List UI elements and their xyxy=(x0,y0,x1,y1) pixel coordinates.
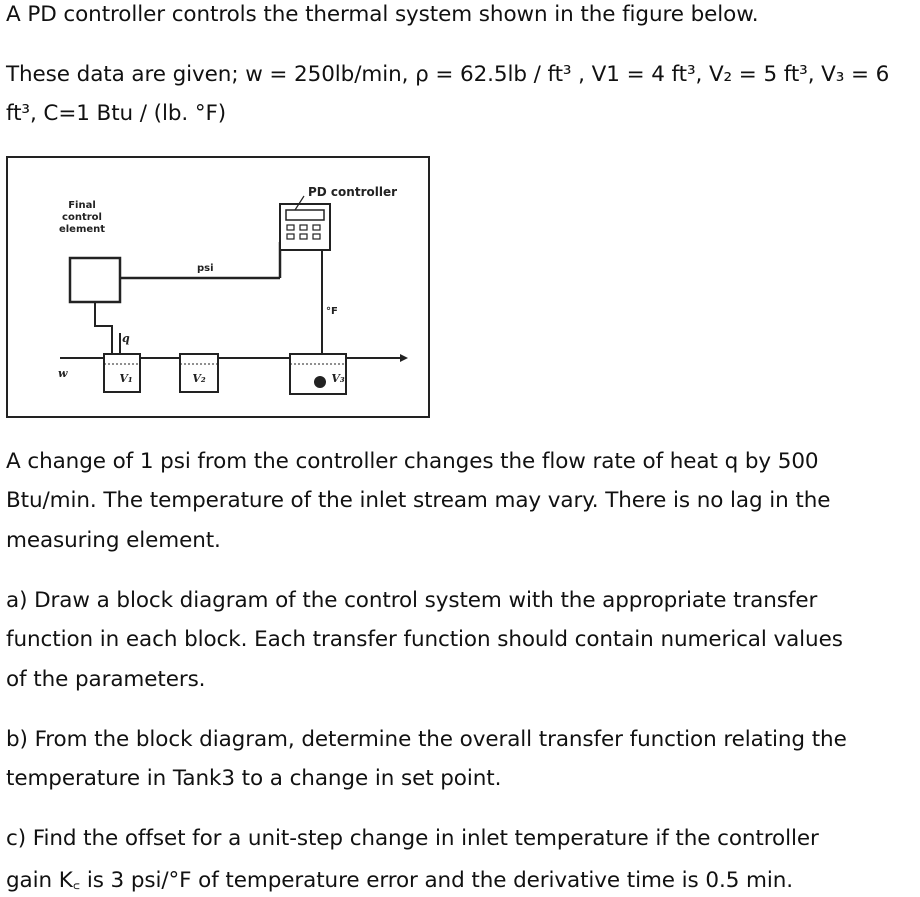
final-control-label-1: Final xyxy=(68,200,96,211)
pd-controller-label: PD controller xyxy=(308,185,397,199)
part-a-line-2: function in each block. Each transfer fu… xyxy=(6,627,843,652)
part-b-line-1: b) From the block diagram, determine the… xyxy=(6,727,847,752)
v1-label: V₁ xyxy=(119,372,132,385)
degF-label: °F xyxy=(326,306,338,317)
given-data-line-2: ft³, C=1 Btu / (lb. °F) xyxy=(6,101,227,126)
part-c-line-1: c) Find the offset for a unit-step chang… xyxy=(6,826,819,851)
controller-display xyxy=(285,209,325,221)
problem-title: A PD controller controls the thermal sys… xyxy=(6,2,759,27)
part-a-line-1: a) Draw a block diagram of the control s… xyxy=(6,588,818,613)
w-label: w xyxy=(58,367,68,380)
paragraph-1-line-3: measuring element. xyxy=(6,528,221,553)
thermal-system-figure: Final control element psi PD controller … xyxy=(6,156,430,418)
figure-drawing: Final control element psi PD controller … xyxy=(58,185,408,395)
final-control-label-3: element xyxy=(59,224,105,235)
controller-buttons xyxy=(286,224,321,240)
final-control-label-2: control xyxy=(62,212,102,223)
paragraph-1-line-1: A change of 1 psi from the controller ch… xyxy=(6,449,819,474)
v3-label: V₃ xyxy=(331,372,345,385)
controller-leader-line xyxy=(294,195,305,211)
final-control-element-box xyxy=(68,256,122,304)
part-c-line-2: gain K꜀ is 3 psi/°F of temperature error… xyxy=(6,868,793,893)
tank-1 xyxy=(103,353,141,393)
psi-label: psi xyxy=(197,263,214,274)
q-label: q xyxy=(122,332,130,345)
tank-3-stirrer-icon xyxy=(314,376,326,388)
v2-label: V₂ xyxy=(192,372,206,385)
paragraph-1-line-2: Btu/min. The temperature of the inlet st… xyxy=(6,488,831,513)
tank-2 xyxy=(179,353,219,393)
given-data-line-1: These data are given; w = 250lb/min, ρ =… xyxy=(6,62,890,87)
part-b-line-2: temperature in Tank3 to a change in set … xyxy=(6,766,502,791)
part-a-line-3: of the parameters. xyxy=(6,667,206,692)
outlet-arrow xyxy=(400,354,408,362)
